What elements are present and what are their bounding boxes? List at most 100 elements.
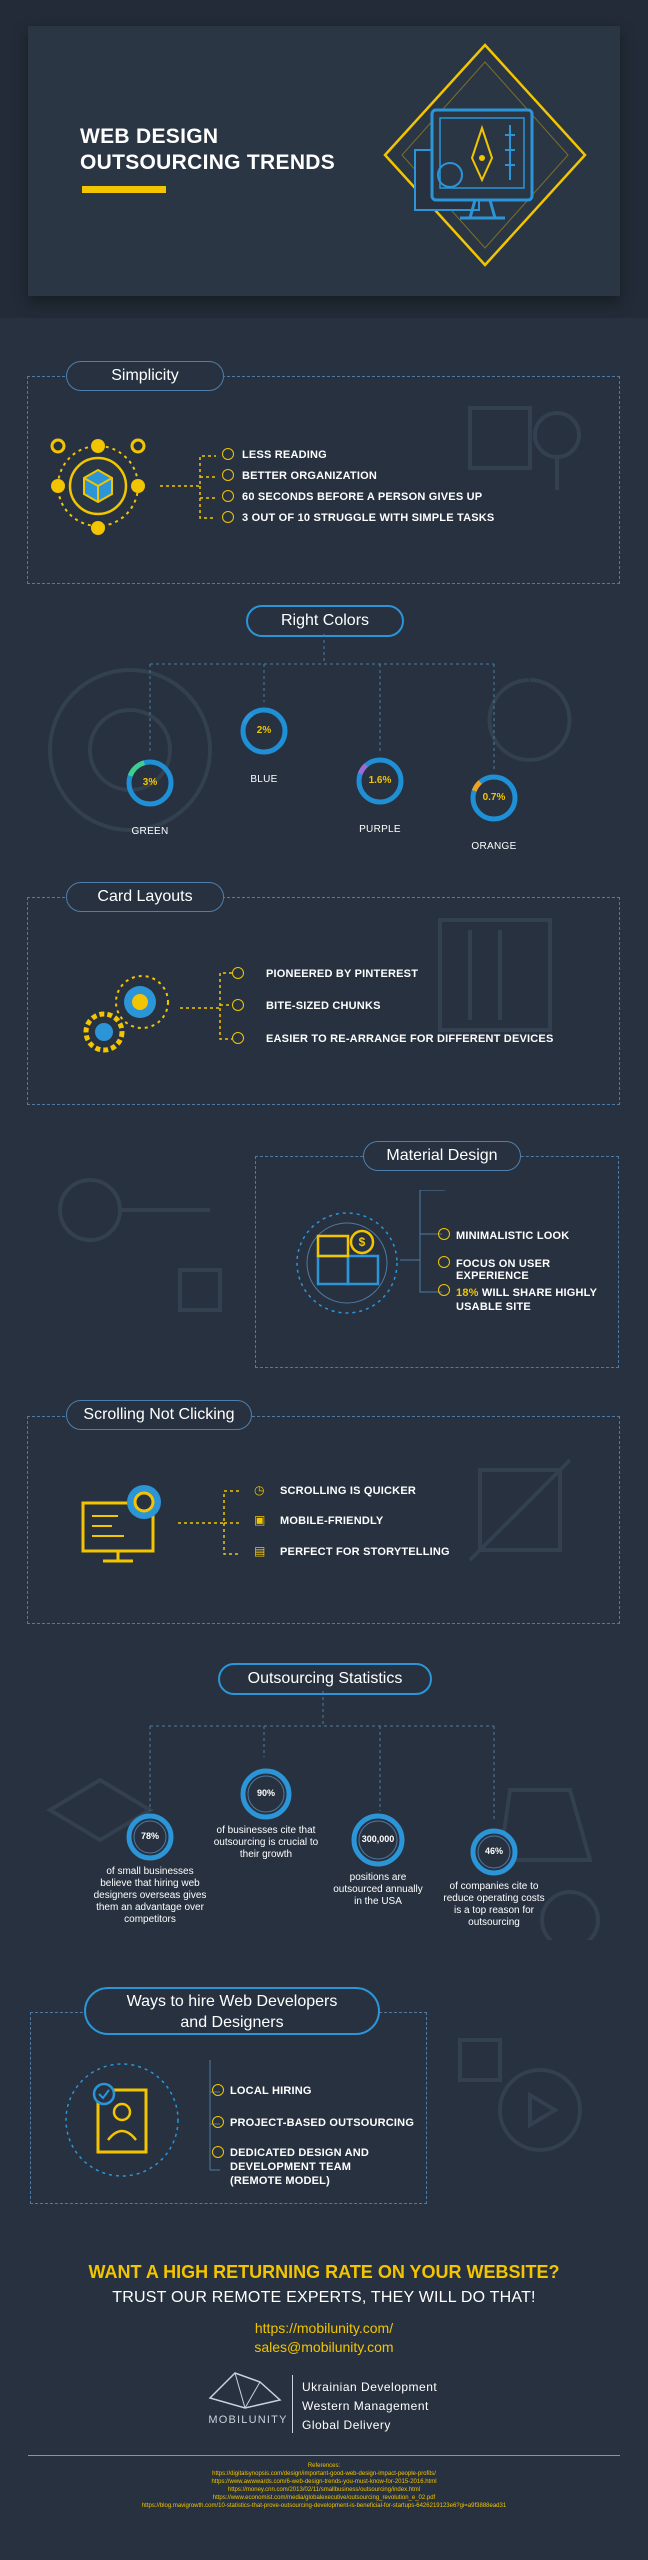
stat-line: outsourcing bbox=[468, 1917, 520, 1928]
brand-taglines: Ukrainian Development Western Management… bbox=[302, 2378, 437, 2435]
stat-line: outsourcing is crucial to bbox=[213, 1837, 319, 1848]
bullet-ring bbox=[212, 2116, 224, 2128]
stopwatch-icon: ◷ bbox=[254, 1483, 265, 1497]
list-item: BITE-SIZED CHUNKS bbox=[266, 1000, 381, 1012]
stat-value: 78% bbox=[140, 1831, 159, 1841]
references: References: https://digitalsynopsis.com/… bbox=[0, 2462, 648, 2510]
list-item: DEDICATED DESIGN AND DEVELOPMENT TEAM (R… bbox=[230, 2146, 369, 2188]
brand-name: MOBILUNITY bbox=[208, 2414, 288, 2426]
color-ring: 2% bbox=[239, 706, 289, 756]
background-pen-doodle bbox=[468, 1458, 572, 1562]
scrolling-title: Scrolling Not Clicking bbox=[66, 1400, 252, 1430]
bullet-ring bbox=[222, 469, 234, 481]
list-item-line: WILL SHARE HIGHLY bbox=[481, 1287, 598, 1299]
background-pencils-doodle bbox=[438, 918, 552, 1032]
list-item-line: (REMOTE MODEL) bbox=[230, 2175, 330, 2187]
email-link[interactable]: sales@mobilunity.com bbox=[254, 2339, 394, 2355]
stat-line: their growth bbox=[239, 1849, 293, 1860]
simplicity-title: Simplicity bbox=[66, 361, 224, 391]
reference-link[interactable]: https://money.cnn.com/2013/02/11/smallbu… bbox=[227, 2487, 421, 2493]
design-tools-illustration bbox=[383, 43, 587, 267]
list-item: BETTER ORGANIZATION bbox=[242, 470, 377, 482]
stat-line: is a top reason for bbox=[453, 1905, 535, 1916]
stats-title: Outsourcing Statistics bbox=[218, 1663, 432, 1695]
bullet-ring bbox=[232, 967, 244, 979]
cta-headline: WANT A HIGH RETURNING RATE ON YOUR WEBSI… bbox=[88, 2262, 560, 2282]
color-name: BLUE bbox=[250, 774, 278, 785]
title-line-2: OUTSOURCING TRENDS bbox=[80, 151, 336, 174]
bullet-ring bbox=[222, 448, 234, 460]
background-doodle-icon bbox=[468, 406, 581, 490]
list-item: LESS READING bbox=[242, 449, 327, 461]
list-item: PIONEERED BY PINTEREST bbox=[266, 968, 419, 980]
simplicity-connector bbox=[160, 455, 216, 519]
stat-line: outsourced annually bbox=[333, 1884, 423, 1895]
stat-line: competitors bbox=[124, 1914, 176, 1925]
bullet-ring bbox=[232, 1032, 244, 1044]
stat-ring: 300,000 bbox=[350, 1812, 406, 1868]
stat-line: of small businesses bbox=[106, 1866, 194, 1877]
title-line-1: WEB DESIGN bbox=[80, 125, 219, 148]
color-percent: 0.7% bbox=[482, 792, 506, 803]
colors-connector-lines bbox=[149, 634, 495, 769]
color-name: ORANGE bbox=[471, 841, 517, 852]
stat-line: believe that hiring web bbox=[100, 1878, 200, 1889]
list-item: LOCAL HIRING bbox=[230, 2085, 312, 2097]
color-percent: 3% bbox=[142, 777, 158, 788]
reference-link[interactable]: https://www.economist.com/media/globalex… bbox=[212, 2495, 436, 2501]
background-play-doodle bbox=[458, 2038, 582, 2152]
bullet-ring bbox=[222, 490, 234, 502]
list-item: PROJECT-BASED OUTSOURCING bbox=[230, 2117, 415, 2129]
reference-link[interactable]: https://digitalsynopsis.com/design/impor… bbox=[212, 2471, 436, 2477]
stats-connector-lines bbox=[149, 1691, 495, 1821]
brand-divider bbox=[292, 2375, 293, 2433]
highlight-percent: 18% bbox=[456, 1287, 479, 1299]
ways-title-line: Ways to hire Web Developers bbox=[126, 1993, 338, 2010]
website-link[interactable]: https://mobilunity.com/ bbox=[254, 2320, 394, 2336]
stat-line: designers overseas gives bbox=[93, 1890, 207, 1901]
list-item: 60 SECONDS BEFORE A PERSON GIVES UP bbox=[242, 491, 483, 503]
mobilunity-logo-icon bbox=[208, 2372, 282, 2409]
stat-line: of companies cite to bbox=[449, 1881, 539, 1892]
brand-tagline: Global Delivery bbox=[302, 2418, 391, 2432]
list-item: SCROLLING IS QUICKER bbox=[280, 1485, 417, 1497]
cards-section bbox=[27, 897, 620, 1105]
stat-value: 46% bbox=[484, 1846, 503, 1856]
title-underline bbox=[82, 186, 166, 193]
bullet-ring bbox=[438, 1256, 450, 1268]
bullet-ring bbox=[212, 2146, 224, 2158]
reference-link[interactable]: https://blog.mavigrowth.com/10-statistic… bbox=[141, 2503, 507, 2509]
svg-text:$: $ bbox=[359, 1235, 366, 1249]
page-title: WEB DESIGN OUTSOURCING TRENDS bbox=[80, 124, 410, 176]
mobile-icon: ▣ bbox=[254, 1513, 266, 1527]
monitor-gear-icon bbox=[81, 1485, 161, 1563]
stat-ring: 90% bbox=[239, 1767, 293, 1821]
brand-tagline: Ukrainian Development bbox=[302, 2380, 438, 2394]
color-percent: 1.6% bbox=[368, 775, 392, 786]
bullet-ring bbox=[212, 2084, 224, 2096]
gears-icon bbox=[83, 975, 169, 1053]
ways-title: Ways to hire Web Developers and Designer… bbox=[84, 1987, 380, 2035]
reference-link[interactable]: https://www.awwwards.com/6-web-design-tr… bbox=[211, 2479, 437, 2485]
references-title: References: bbox=[307, 2463, 341, 2469]
ways-connector bbox=[209, 2060, 220, 2171]
list-item-line: DEDICATED DESIGN AND bbox=[230, 2147, 370, 2159]
list-item-line: DEVELOPMENT TEAM bbox=[230, 2161, 352, 2173]
cube-network-icon bbox=[50, 438, 146, 535]
bullet-ring bbox=[438, 1284, 450, 1296]
cards-connector bbox=[180, 972, 232, 1040]
stat-line: reduce operating costs bbox=[443, 1893, 545, 1904]
color-percent: 2% bbox=[256, 725, 272, 736]
bullet-ring bbox=[222, 511, 234, 523]
stat-line: of businesses cite that bbox=[216, 1825, 316, 1836]
list-item: 18% WILL SHARE HIGHLY USABLE SITE bbox=[456, 1286, 597, 1314]
puzzle-dollar-icon: $ bbox=[296, 1212, 398, 1314]
stat-line: them an advantage over bbox=[96, 1902, 204, 1913]
stat-value: 90% bbox=[256, 1788, 275, 1798]
brand-tagline: Western Management bbox=[302, 2399, 429, 2413]
stat-line: positions are bbox=[349, 1872, 407, 1883]
